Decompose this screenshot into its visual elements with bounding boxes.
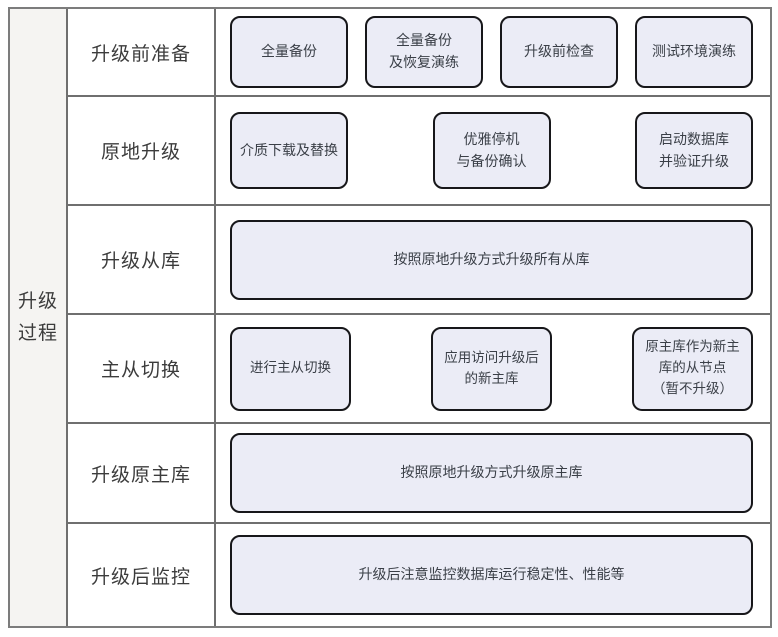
stage-row-upgrade-old-master: 升级原主库 按照原地升级方式升级原主库 (68, 424, 770, 524)
stage-label: 升级后监控 (68, 524, 216, 626)
step-box: 升级前检查 (500, 16, 618, 88)
step-box: 应用访问升级后 的新主库 (431, 326, 552, 411)
step-box: 测试环境演练 (635, 16, 753, 88)
stage-row-pre-upgrade-prep: 升级前准备 全量备份 全量备份 及恢复演练 升级前检查 测试环境演练 (68, 9, 770, 97)
step-box-wide: 升级后注意监控数据库运行稳定性、性能等 (230, 535, 753, 615)
stage-content: 升级后注意监控数据库运行稳定性、性能等 (216, 524, 770, 626)
stage-content: 进行主从切换 应用访问升级后 的新主库 原主库作为新主 库的从节点 （暂不升级） (216, 315, 770, 422)
stage-row-upgrade-replicas: 升级从库 按照原地升级方式升级所有从库 (68, 206, 770, 315)
step-box: 全量备份 (230, 16, 348, 88)
step-box: 介质下载及替换 (230, 112, 348, 189)
stage-content: 介质下载及替换 优雅停机 与备份确认 启动数据库 并验证升级 (216, 97, 770, 204)
step-box: 启动数据库 并验证升级 (635, 112, 753, 189)
stage-content: 全量备份 全量备份 及恢复演练 升级前检查 测试环境演练 (216, 9, 770, 95)
process-group-label: 升级 过程 (10, 9, 68, 626)
stage-rows: 升级前准备 全量备份 全量备份 及恢复演练 升级前检查 测试环境演练 原地升级 … (68, 9, 770, 626)
stage-label: 升级前准备 (68, 9, 216, 95)
step-box-wide: 按照原地升级方式升级原主库 (230, 433, 753, 513)
step-box-wide: 按照原地升级方式升级所有从库 (230, 219, 753, 300)
stage-label: 升级原主库 (68, 424, 216, 522)
stage-row-master-replica-switch: 主从切换 进行主从切换 应用访问升级后 的新主库 原主库作为新主 库的从节点 （… (68, 315, 770, 424)
stage-row-in-place-upgrade: 原地升级 介质下载及替换 优雅停机 与备份确认 启动数据库 并验证升级 (68, 97, 770, 206)
step-box: 进行主从切换 (230, 326, 351, 411)
step-box: 优雅停机 与备份确认 (432, 112, 551, 189)
stage-label: 原地升级 (68, 97, 216, 204)
step-box: 全量备份 及恢复演练 (365, 16, 483, 88)
diagram-table: 升级 过程 升级前准备 全量备份 全量备份 及恢复演练 升级前检查 测试环境演练… (8, 7, 772, 628)
step-box: 原主库作为新主 库的从节点 （暂不升级） (632, 326, 753, 411)
stage-content: 按照原地升级方式升级原主库 (216, 424, 770, 522)
stage-row-post-upgrade-monitoring: 升级后监控 升级后注意监控数据库运行稳定性、性能等 (68, 524, 770, 626)
stage-label: 升级从库 (68, 206, 216, 313)
stage-label: 主从切换 (68, 315, 216, 422)
stage-content: 按照原地升级方式升级所有从库 (216, 206, 770, 313)
